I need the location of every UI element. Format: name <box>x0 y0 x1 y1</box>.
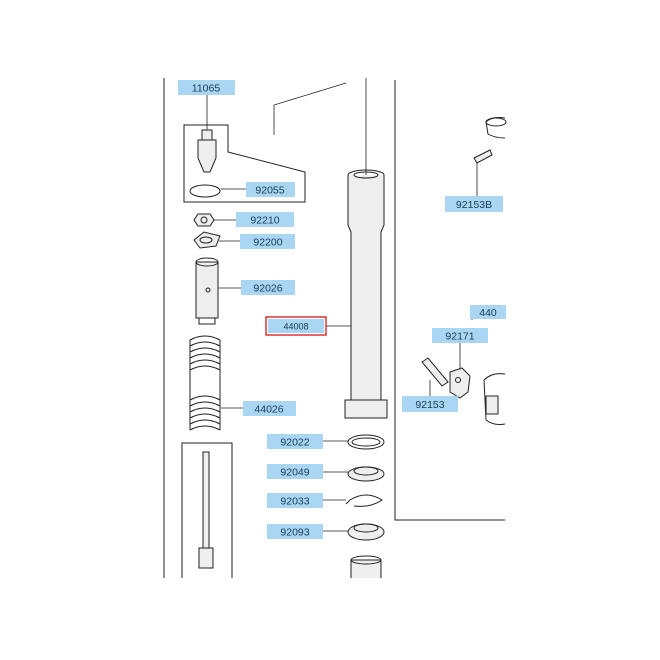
svg-text:44026: 44026 <box>254 404 283 416</box>
seal-92093 <box>323 523 385 541</box>
ring-92022 <box>323 434 385 450</box>
svg-text:92153: 92153 <box>415 399 444 411</box>
svg-text:92022: 92022 <box>280 437 309 449</box>
part-label-44008-highlighted[interactable]: 44008 <box>265 316 327 336</box>
damper-rod-box <box>181 442 233 578</box>
seal-92049 <box>323 466 385 482</box>
clip-92033 <box>323 494 383 507</box>
fork-tube-44008 <box>326 78 388 419</box>
part-label-11065[interactable]: 11065 <box>178 80 235 95</box>
washer-92200 <box>193 231 240 249</box>
svg-text:92210: 92210 <box>250 215 279 227</box>
svg-text:92153B: 92153B <box>456 199 492 211</box>
svg-text:92055: 92055 <box>255 185 284 197</box>
part-label-92055[interactable]: 92055 <box>246 182 295 197</box>
part-label-92049[interactable]: 92049 <box>267 464 323 479</box>
part-label-92200[interactable]: 92200 <box>240 234 295 249</box>
part-label-92210[interactable]: 92210 <box>236 212 294 227</box>
part-label-92026[interactable]: 92026 <box>241 280 295 295</box>
part-label-92171[interactable]: 92171 <box>432 328 488 343</box>
spring-44026 <box>189 335 243 431</box>
svg-text:92171: 92171 <box>445 331 474 343</box>
part-label-44-cut[interactable]: 440 <box>470 305 506 319</box>
bolt-92153 <box>421 357 449 396</box>
bolt-92153B <box>473 149 493 196</box>
part-label-92093[interactable]: 92093 <box>267 524 323 539</box>
frame-inner-corner <box>273 82 347 135</box>
clamp-right <box>483 373 506 425</box>
nut-92210 <box>193 213 236 227</box>
svg-text:92026: 92026 <box>253 283 282 295</box>
svg-text:92200: 92200 <box>253 237 282 249</box>
frame-right-box <box>394 80 505 521</box>
part-label-92153B[interactable]: 92153B <box>445 196 503 212</box>
svg-text:44008: 44008 <box>283 322 308 332</box>
bottom-bushing <box>350 555 382 578</box>
bracket-92171 <box>449 307 505 399</box>
cap-assembly-group <box>183 95 306 203</box>
part-label-92153[interactable]: 92153 <box>402 396 458 412</box>
svg-text:92049: 92049 <box>280 467 309 479</box>
svg-text:11065: 11065 <box>192 83 221 95</box>
part-label-92033[interactable]: 92033 <box>267 493 323 508</box>
svg-text:92033: 92033 <box>280 496 309 508</box>
spacer-92026 <box>195 257 241 325</box>
clamp-top-right <box>485 117 507 139</box>
part-label-92022[interactable]: 92022 <box>267 434 323 449</box>
part-label-44026[interactable]: 44026 <box>243 401 296 416</box>
svg-text:92093: 92093 <box>280 527 309 539</box>
svg-text:440: 440 <box>479 307 497 319</box>
